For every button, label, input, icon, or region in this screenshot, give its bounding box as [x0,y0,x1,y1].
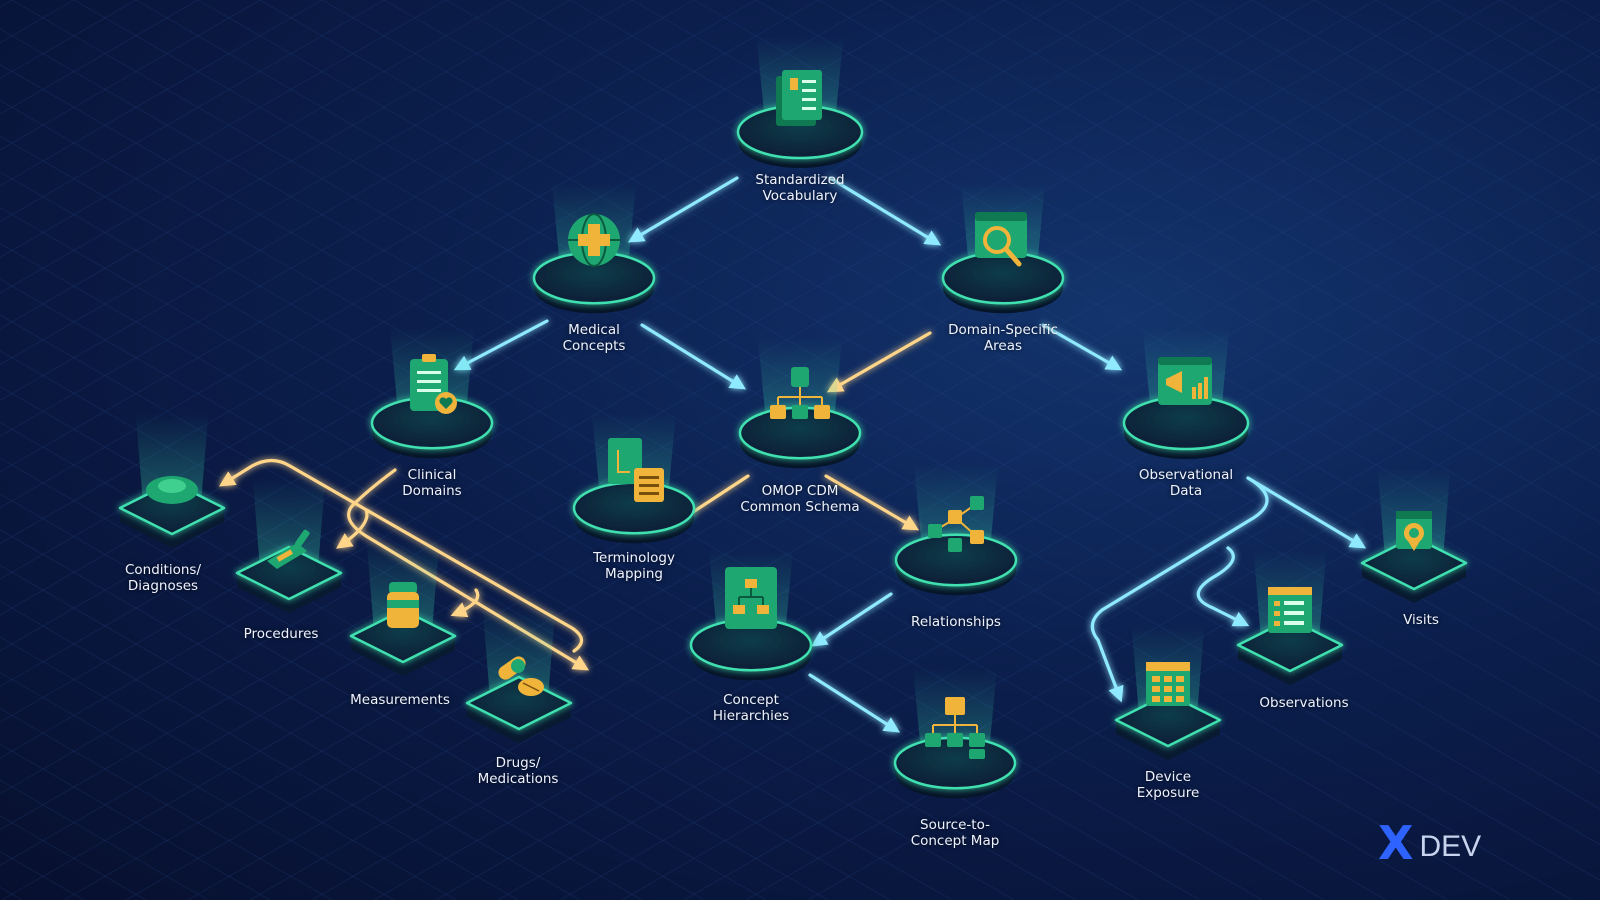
label-conditions: Conditions/ Diagnoses [124,562,202,594]
node-clinical[interactable] [370,328,494,459]
label-procedures: Procedures [243,626,319,642]
node-base [1236,617,1344,673]
form-list-icon [1268,587,1312,633]
node-observations[interactable] [1236,550,1344,685]
node-visits[interactable] [1360,468,1468,603]
calendar-clock-icon [1396,511,1432,551]
globe-medical-cross-icon [568,213,620,267]
specimen-jar-icon [387,582,419,628]
node-terminology[interactable] [572,413,696,544]
clipboard-heart-icon [410,354,457,414]
label-domain: Domain-Specific Areas [948,322,1058,354]
node-base [941,251,1065,305]
node-relationships[interactable] [894,465,1018,596]
node-procedures[interactable] [235,478,343,613]
node-base-side [1362,563,1466,603]
label-visits: Visits [1403,612,1439,628]
node-base [235,545,343,601]
connector-omop-terminology [688,474,750,516]
node-base [1360,535,1468,591]
connector-hierarchies-source-map [808,673,901,733]
node-base-side [237,573,341,613]
calendar-grid-icon [1146,662,1190,706]
node-base [118,480,226,536]
brand-logo: X DEV [1378,820,1481,866]
node-domain[interactable] [941,183,1065,314]
connector-observational-observations [1196,546,1250,627]
label-medical: Medical Concepts [562,322,626,354]
node-drugs[interactable] [465,608,573,743]
label-hierarchies: Concept Hierarchies [712,692,790,724]
connector-relationships-hierarchies [810,592,893,647]
pills-icon [498,656,544,696]
connector-domain-omop [826,331,932,393]
node-conditions[interactable] [118,413,226,548]
connector-observational-visits [1246,476,1367,549]
brand-mark: X [1378,816,1414,870]
node-base [349,608,457,664]
node-base-side [1116,720,1220,760]
browser-magnifier-icon [975,212,1027,267]
label-observations: Observations [1259,695,1349,711]
node-base [1114,692,1222,748]
label-source-map: Source-to- Concept Map [910,817,1000,849]
connector-vocabulary-domain [828,176,942,246]
node-medical[interactable] [532,183,656,314]
hierarchy-chart-icon [725,567,777,629]
connector-medical-clinical [453,319,549,371]
node-device[interactable] [1114,625,1222,760]
node-hierarchies[interactable] [689,550,813,681]
connectors [218,176,1367,733]
connector-vocabulary-medical [627,176,739,243]
connector-observational-device [1090,476,1269,703]
node-observational[interactable] [1122,328,1250,460]
connector-branch-measurements [450,588,480,618]
connector-clinical-hub [218,458,584,653]
scalpel-icon [267,529,310,569]
label-observational: Observational Data [1138,467,1234,499]
label-terminology: Terminology Mapping [593,550,675,582]
documents-mapping-icon [608,438,664,502]
chart-megaphone-icon [1158,357,1212,405]
label-omop: OMOP CDM Common Schema [740,483,860,515]
node-base-side [1238,645,1342,685]
connector-branch-procedures [336,508,369,549]
label-measurements: Measurements [350,692,450,708]
book-icon [776,70,822,126]
light-beam [252,478,326,573]
connector-omop-relationships [824,474,920,531]
schema-tree-icon [770,367,830,419]
label-device: Device Exposure [1136,769,1200,801]
label-vocabulary: Standardized Vocabulary [755,172,845,204]
node-base-side [120,508,224,548]
tree-map-icon [925,697,985,759]
label-drugs: Drugs/ Medications [477,755,559,787]
node-base [894,533,1018,587]
node-vocabulary[interactable] [736,37,864,169]
brand-text: DEV [1419,830,1482,863]
condition-icon [146,476,198,504]
node-source-map[interactable] [893,668,1017,799]
connector-medical-omop [640,323,747,390]
label-clinical: Clinical Domains [402,467,462,499]
node-measurements[interactable] [349,541,457,676]
label-relationships: Relationships [911,614,1001,630]
node-omop[interactable] [738,338,862,469]
node-base-side [467,703,571,743]
nodes [118,37,1468,799]
network-cubes-icon [928,496,984,552]
connector-domain-observational [1041,323,1123,371]
node-base-side [351,636,455,676]
node-base [465,675,573,731]
